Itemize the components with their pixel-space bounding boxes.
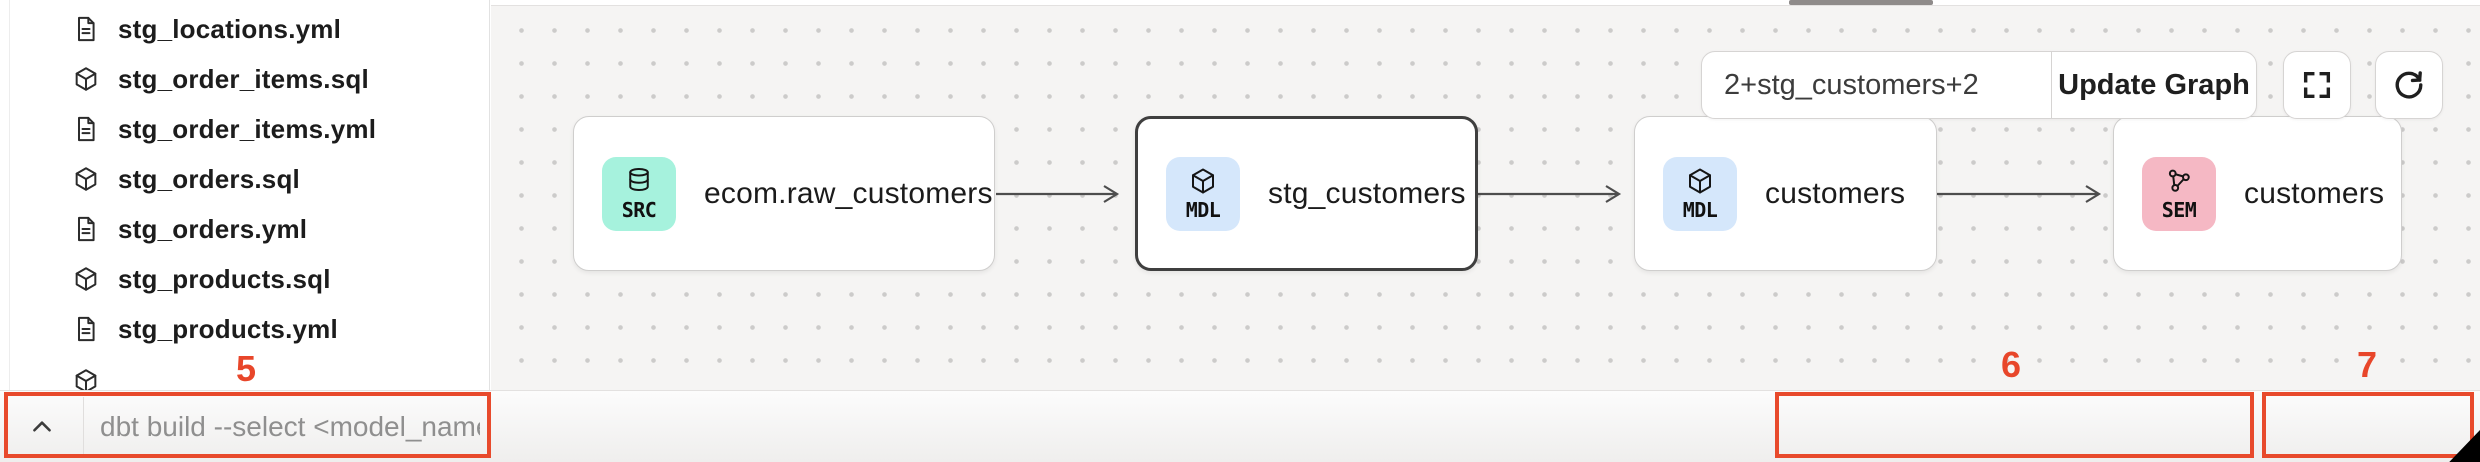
divider bbox=[83, 397, 84, 457]
file-name: stg_products.yml bbox=[118, 313, 338, 344]
file-item-stg-orders-yml[interactable]: stg_orders.yml bbox=[0, 204, 489, 254]
file-item-stg-locations-yml[interactable]: stg_locations.yml bbox=[0, 4, 489, 54]
badge-label: MDL bbox=[1185, 197, 1221, 222]
source-badge: SRC bbox=[602, 156, 676, 231]
lineage-node-source-raw-customers[interactable]: SRC ecom.raw_customers bbox=[573, 116, 995, 271]
command-bar: Defer to staging/production ? Ready bbox=[0, 390, 2480, 462]
node-label: customers bbox=[1765, 176, 1906, 210]
dbt-command-input[interactable] bbox=[100, 399, 480, 455]
fullscreen-button[interactable] bbox=[2283, 51, 2351, 119]
node-label: customers bbox=[2244, 176, 2385, 210]
cube-icon bbox=[1689, 168, 1711, 193]
annotation-box-6 bbox=[1775, 392, 2254, 458]
file-name: stg_order_items.yml bbox=[118, 113, 377, 144]
fullscreen-icon bbox=[2303, 71, 2331, 99]
file-name: stg_products.sql bbox=[118, 263, 331, 294]
badge-label: MDL bbox=[1682, 197, 1718, 222]
model-cube-icon bbox=[72, 367, 100, 390]
lineage-selector-group: Update Graph bbox=[1701, 51, 2257, 119]
lineage-node-customers-model[interactable]: MDL customers bbox=[1634, 116, 1937, 271]
file-name: stg_orders.sql bbox=[118, 163, 300, 194]
annotation-box-7 bbox=[2262, 392, 2474, 458]
file-name: stg_locations.yml bbox=[118, 13, 342, 44]
model-cube-icon bbox=[72, 65, 100, 93]
refresh-button[interactable] bbox=[2375, 51, 2443, 119]
lineage-selector-input[interactable] bbox=[1702, 52, 2052, 118]
refresh-icon bbox=[2395, 71, 2423, 99]
database-icon bbox=[629, 167, 649, 191]
lineage-node-customers-semantic[interactable]: SEM customers bbox=[2113, 116, 2402, 271]
file-name: stg_order_items.sql bbox=[118, 63, 369, 94]
file-item-stg-orders-sql[interactable]: stg_orders.sql bbox=[0, 154, 489, 204]
model-cube-icon bbox=[72, 165, 100, 193]
document-icon bbox=[72, 15, 100, 43]
expand-panel-button[interactable] bbox=[22, 407, 62, 447]
node-label: stg_customers bbox=[1268, 176, 1466, 210]
semantic-icon bbox=[2168, 169, 2190, 192]
model-badge: MDL bbox=[1663, 156, 1737, 231]
panel-divider bbox=[9, 0, 10, 390]
badge-label: SEM bbox=[2161, 197, 2197, 222]
file-item-clipped[interactable] bbox=[0, 356, 489, 390]
document-icon bbox=[72, 115, 100, 143]
file-item-stg-products-sql[interactable]: stg_products.sql bbox=[0, 254, 489, 304]
badge-label: SRC bbox=[621, 197, 657, 222]
cube-icon bbox=[1192, 168, 1214, 193]
model-cube-icon bbox=[72, 265, 100, 293]
file-name: stg_orders.yml bbox=[118, 213, 308, 244]
annotation-number-6: 6 bbox=[2001, 344, 2022, 385]
file-tree-panel: stg_locations.yml stg_order_items.sql st… bbox=[0, 0, 490, 390]
document-icon bbox=[72, 315, 100, 343]
annotation-box-5 bbox=[4, 392, 491, 458]
file-item-stg-order-items-yml[interactable]: stg_order_items.yml bbox=[0, 104, 489, 154]
lineage-node-stg-customers[interactable]: MDL stg_customers bbox=[1135, 116, 1478, 271]
file-item-stg-order-items-sql[interactable]: stg_order_items.sql bbox=[0, 54, 489, 104]
file-item-stg-products-yml[interactable]: stg_products.yml bbox=[0, 304, 489, 354]
lineage-canvas[interactable]: SRC ecom.raw_customers MDL stg_customers… bbox=[491, 5, 2480, 390]
node-label: ecom.raw_customers bbox=[704, 176, 993, 210]
semantic-badge: SEM bbox=[2142, 156, 2216, 231]
update-graph-button[interactable]: Update Graph bbox=[2052, 52, 2256, 118]
chevron-up-icon bbox=[33, 421, 51, 432]
model-badge: MDL bbox=[1166, 156, 1240, 231]
annotation-number-5: 5 bbox=[236, 348, 257, 389]
canvas-scrollbar-thumb[interactable] bbox=[1789, 0, 1933, 5]
annotation-number-7: 7 bbox=[2357, 344, 2378, 385]
document-icon bbox=[72, 215, 100, 243]
